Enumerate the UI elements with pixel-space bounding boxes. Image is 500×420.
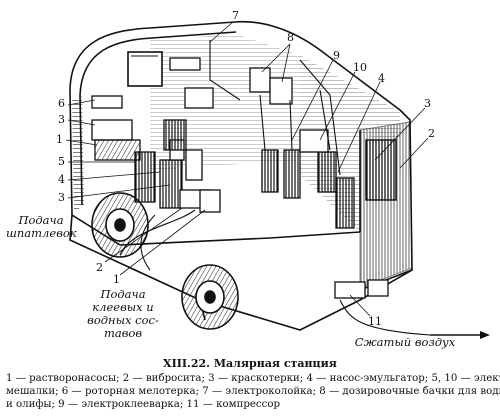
figure-legend: 1 — растворонасосы; 2 — вибросита; 3 — к… (6, 372, 500, 411)
legend-line-1: 1 — растворонасосы; 2 — вибросита; 3 — к… (6, 373, 500, 384)
callout-6: 6 (58, 97, 65, 110)
air-arrow (430, 331, 490, 339)
putty-feed-annotation: Подача шпатлевок (6, 213, 77, 240)
callout-3-left-top: 3 (58, 113, 65, 126)
equipment (91, 57, 389, 299)
glue-feed-line-1: Подача (100, 287, 146, 301)
paint-station-illustration (65, 20, 490, 339)
callout-8: 8 (287, 31, 294, 44)
callout-3-left-bottom: 3 (58, 191, 65, 204)
figure-caption: XIII.22. Малярная станция (163, 357, 337, 370)
callout-4-top: 4 (378, 72, 385, 85)
callout-11: 11 (368, 315, 382, 328)
callout-4-left: 4 (58, 173, 65, 186)
callout-9: 9 (333, 49, 340, 62)
air-annotation: Сжатый воздух (354, 335, 456, 349)
glue-feed-annotation: Подача клеевых и водных сос- тавов (68, 288, 178, 340)
callout-5: 5 (58, 155, 65, 168)
putty-feed-line-2: шпатлевок (6, 226, 77, 240)
glue-feed-line-3: водных сос- (87, 313, 159, 327)
callout-7: 7 (232, 9, 239, 22)
wheels (91, 192, 239, 330)
glue-feed-line-4: тавов (103, 326, 143, 340)
ventilation-grille (365, 139, 397, 201)
legend-line-2: мешалки; 6 — роторная мелотерка; 7 — эле… (6, 386, 500, 397)
putty-feed-line-1: Подача (18, 213, 64, 227)
glue-feed-line-2: клеевых и (92, 300, 154, 314)
callout-1-left: 1 (56, 133, 63, 146)
left-wall-hatch (72, 96, 84, 212)
legend-line-3: и олифы; 9 — электроклееварка; 11 — комп… (6, 399, 280, 410)
callout-3-right: 3 (424, 97, 431, 110)
callout-10: 10 (353, 61, 367, 74)
leader-lines (65, 21, 429, 317)
callout-2-bottom: 2 (96, 261, 103, 274)
window (127, 51, 163, 87)
callout-2-right: 2 (428, 127, 435, 140)
callout-1-bottom: 1 (113, 273, 120, 286)
